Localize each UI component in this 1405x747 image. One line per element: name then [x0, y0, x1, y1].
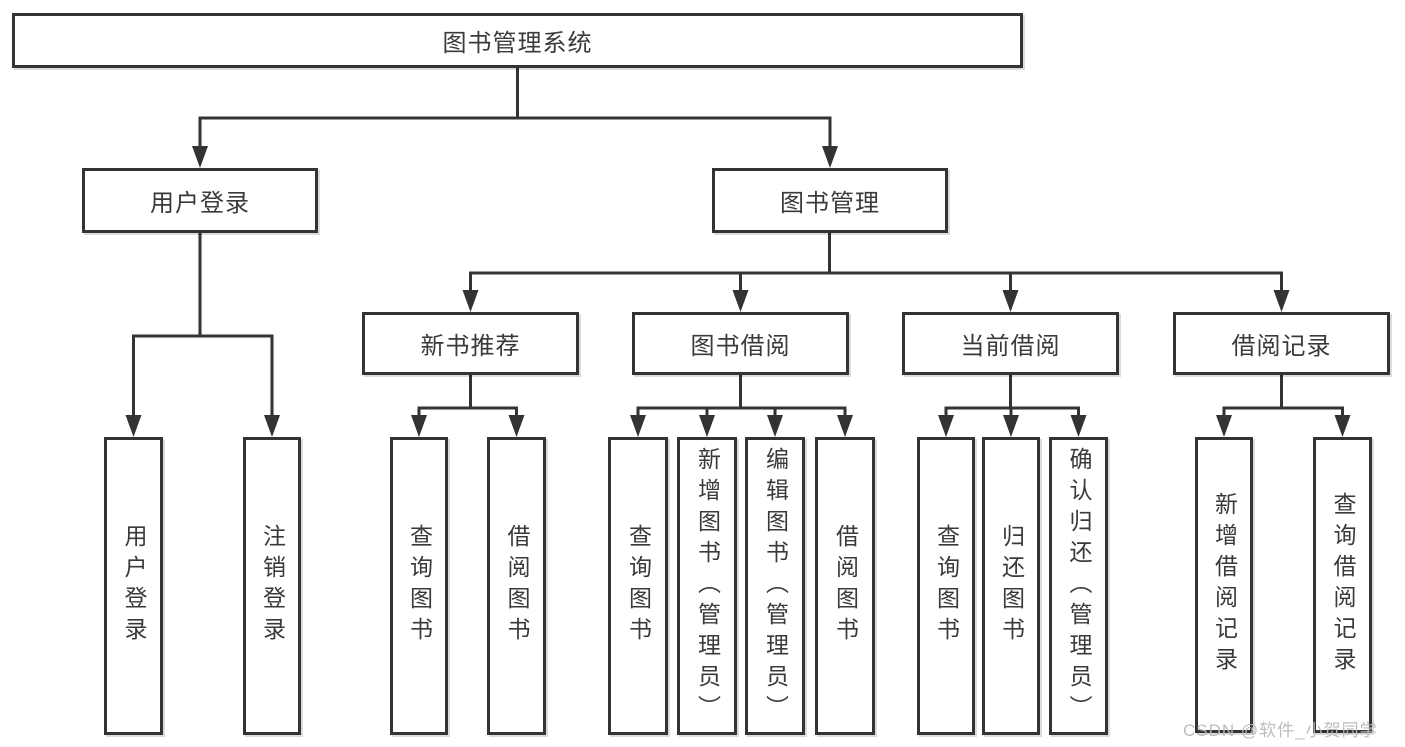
node-current-borrowing-label: 当前借阅: [960, 333, 1061, 360]
leaf-query-books-recommend: 查询图书: [390, 437, 448, 735]
leaf-query-books-current-label: 查询图书: [933, 524, 960, 648]
leaf-borrow-books-recommend-label: 借阅图书: [504, 524, 530, 648]
leaf-query-books-borrowing-label: 查询图书: [625, 524, 652, 648]
leaf-logout: 注销登录: [243, 437, 301, 735]
node-new-book-recommend-label: 新书推荐: [420, 333, 521, 360]
leaf-borrow-books-recommend: 借阅图书: [487, 437, 546, 735]
node-book-management-label: 图书管理: [780, 190, 880, 217]
node-root-label: 图书管理系统: [442, 30, 593, 57]
node-borrowing-records: 借阅记录: [1173, 312, 1390, 375]
leaf-confirm-return-admin-label: 确认归还（管理员）: [1066, 446, 1092, 726]
node-user-login-label: 用户登录: [150, 190, 250, 217]
leaf-borrow-books: 借阅图书: [815, 437, 875, 735]
leaf-add-books-admin: 新增图书（管理员）: [677, 437, 737, 735]
node-root: 图书管理系统: [12, 13, 1023, 68]
node-new-book-recommend: 新书推荐: [362, 312, 579, 375]
leaf-logout-label: 注销登录: [259, 524, 286, 648]
node-book-borrowing: 图书借阅: [632, 312, 849, 375]
leaf-query-books-recommend-label: 查询图书: [406, 524, 433, 648]
csdn-watermark: CSDN @软件_小贺同学: [1183, 721, 1378, 740]
leaf-query-books-borrowing: 查询图书: [608, 437, 668, 735]
leaf-borrow-books-label: 借阅图书: [832, 524, 859, 648]
leaf-query-borrow-record-label: 查询借阅记录: [1330, 492, 1356, 678]
leaf-user-login: 用户登录: [104, 437, 163, 735]
leaf-query-borrow-record: 查询借阅记录: [1313, 437, 1372, 733]
arrowheads: [125, 146, 1351, 437]
node-book-borrowing-label: 图书借阅: [690, 333, 791, 360]
leaf-query-books-current: 查询图书: [917, 437, 975, 735]
leaf-return-books-label: 归还图书: [998, 524, 1025, 648]
node-user-login: 用户登录: [82, 168, 318, 233]
leaf-add-borrow-record-label: 新增借阅记录: [1211, 492, 1238, 678]
node-current-borrowing: 当前借阅: [902, 312, 1119, 375]
leaf-edit-books-admin: 编辑图书（管理员）: [745, 437, 805, 735]
node-book-management: 图书管理: [712, 168, 948, 233]
leaf-confirm-return-admin: 确认归还（管理员）: [1049, 437, 1108, 735]
leaf-return-books: 归还图书: [982, 437, 1040, 735]
leaf-add-borrow-record: 新增借阅记录: [1195, 437, 1253, 733]
leaf-edit-books-admin-label: 编辑图书（管理员）: [762, 446, 789, 726]
leaf-add-books-admin-label: 新增图书（管理员）: [694, 446, 721, 726]
leaf-user-login-label: 用户登录: [121, 524, 147, 648]
node-borrowing-records-label: 借阅记录: [1231, 333, 1332, 360]
